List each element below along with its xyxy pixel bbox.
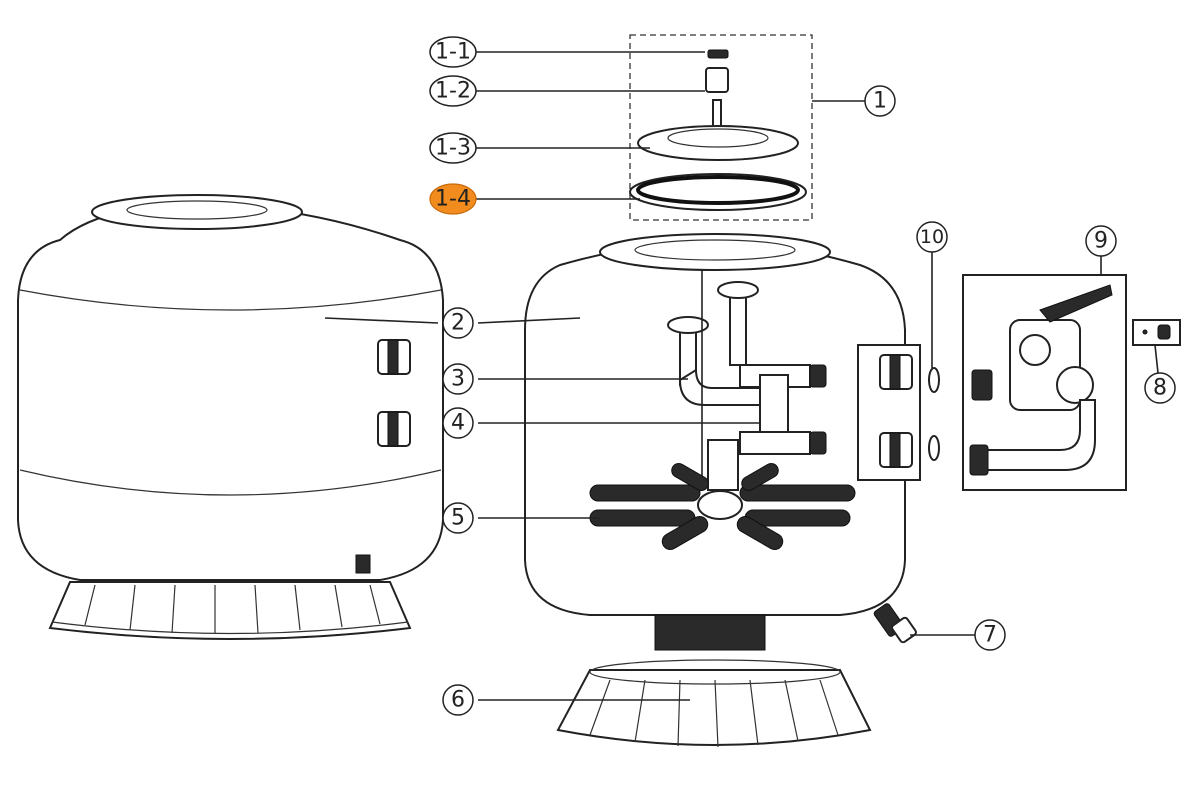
callout-1[interactable]: 1	[864, 85, 896, 117]
part-9-multiport-valve	[962, 274, 1127, 491]
callout-label: 1-4	[435, 187, 471, 212]
part-7-drain	[873, 603, 917, 644]
callout-8[interactable]: 8	[1144, 372, 1176, 404]
callout-5[interactable]: 5	[442, 502, 474, 534]
callout-bubble	[916, 221, 948, 253]
callout-bubble	[442, 307, 474, 339]
callout-label: 1-3	[435, 136, 471, 161]
callout-label: 7	[983, 623, 997, 648]
callout-1-1[interactable]: 1-1	[429, 36, 477, 68]
callout-label: 6	[451, 688, 465, 713]
part-1-4-o-ring	[629, 173, 807, 211]
assembled-filter-tank	[17, 194, 444, 640]
part-1-2-gauge	[705, 67, 729, 93]
callout-9[interactable]: 9	[1085, 225, 1117, 257]
callout-bubble	[1144, 372, 1176, 404]
callout-1-4-selected[interactable]: 1-4	[429, 183, 477, 215]
callout-bubble	[429, 132, 477, 164]
part-4-pipes	[701, 270, 827, 491]
callout-1-2[interactable]: 1-2	[429, 75, 477, 107]
callout-bubble	[442, 502, 474, 534]
callout-label: 2	[451, 311, 465, 336]
callout-10[interactable]: 10	[916, 221, 948, 253]
callout-bubble	[864, 85, 896, 117]
part-8-plug	[1132, 319, 1181, 346]
callout-label: 1-1	[435, 40, 471, 65]
callout-bubble	[442, 684, 474, 716]
callout-label: 1	[873, 89, 887, 114]
part-stem	[712, 99, 722, 129]
callout-label: 10	[920, 226, 944, 248]
callout-bubble	[442, 363, 474, 395]
callout-label: 5	[451, 506, 465, 531]
callout-bubble	[442, 407, 474, 439]
callout-1-3[interactable]: 1-3	[429, 132, 477, 164]
part-10-bulkhead-panel	[857, 344, 940, 481]
callout-bubble	[429, 75, 477, 107]
callout-6[interactable]: 6	[442, 684, 474, 716]
callout-bubble	[974, 619, 1006, 651]
part-1-3-lid	[637, 125, 799, 161]
part-3-diffusers	[667, 281, 761, 406]
leader-lines	[324, 51, 1159, 701]
exploded-filter-tank	[524, 233, 906, 651]
callout-bubble	[1085, 225, 1117, 257]
lid-assembly	[629, 34, 813, 221]
callout-7[interactable]: 7	[974, 619, 1006, 651]
callout-3[interactable]: 3	[442, 363, 474, 395]
part-6-base	[556, 659, 872, 748]
callout-4[interactable]: 4	[442, 407, 474, 439]
part-5-laterals	[589, 463, 856, 550]
callout-bubble-highlighted	[429, 183, 477, 215]
callout-label: 9	[1094, 229, 1108, 254]
callout-bubble	[429, 36, 477, 68]
callout-label: 3	[451, 367, 465, 392]
callout-2[interactable]: 2	[442, 307, 474, 339]
part-1-1-valve	[707, 49, 729, 59]
callout-label: 1-2	[435, 79, 471, 104]
callout-label: 4	[451, 411, 465, 436]
callout-label: 8	[1153, 376, 1167, 401]
